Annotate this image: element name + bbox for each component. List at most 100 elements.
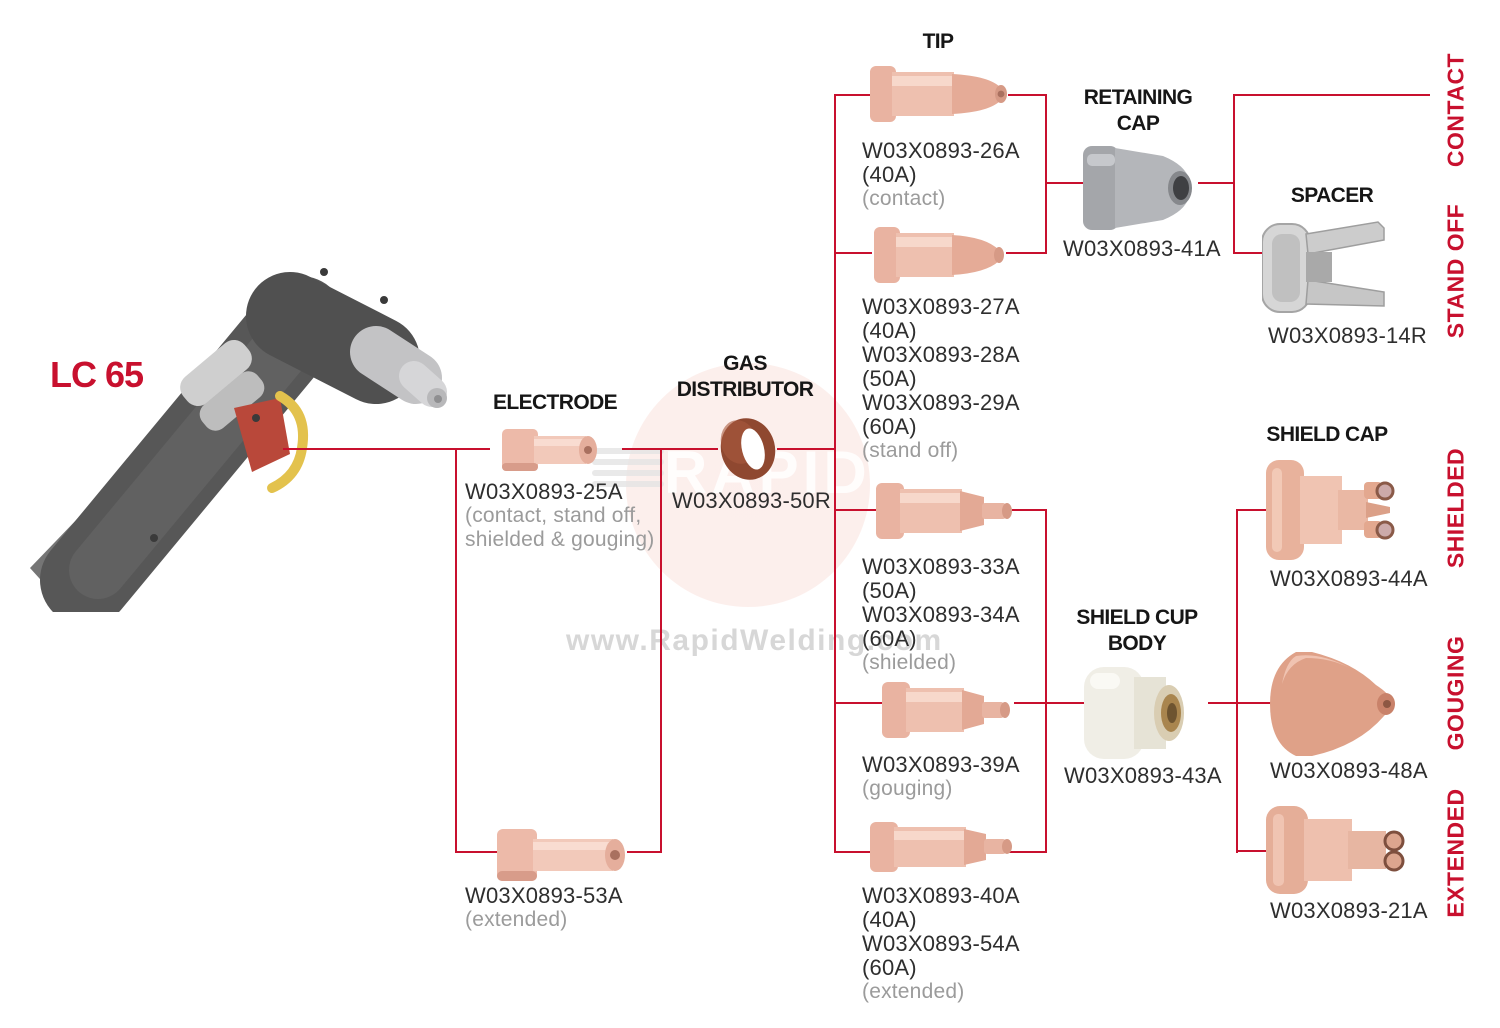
- electrode-extended-image: [497, 829, 625, 881]
- part-number: W03X0893-34A: [862, 602, 1020, 627]
- model-label: LC 65: [50, 354, 144, 395]
- connector-line: [834, 94, 836, 853]
- part-number: (50A): [862, 578, 917, 603]
- connector-line: [1236, 509, 1238, 853]
- connector-line: [456, 851, 498, 853]
- part-number: W03X0893-44A: [1270, 566, 1428, 591]
- connector-line: [283, 448, 490, 450]
- tip-standoff-image: [874, 227, 1004, 283]
- connector-line: [834, 252, 872, 254]
- connector-line: [1008, 851, 1046, 853]
- mode-label-gouging: GOUGING: [1442, 635, 1469, 751]
- connector-line: [455, 448, 457, 853]
- electrode-image: [502, 429, 597, 471]
- gas-distributor-image: [720, 418, 776, 480]
- part-number: W03X0893-27A: [862, 294, 1020, 319]
- tip-extended-image: [870, 822, 1012, 872]
- part-number: W03X0893-43A: [1064, 763, 1222, 788]
- connector-line: [1045, 509, 1047, 853]
- watermark-stripe: [592, 481, 664, 487]
- connector-line: [834, 702, 885, 704]
- part-note: (extended): [862, 980, 965, 1003]
- connector-line: [834, 509, 879, 511]
- watermark-stripe: [592, 470, 664, 476]
- section-title-spacer: SPACER: [1290, 184, 1374, 207]
- shield-cap-shielded-image: [1266, 460, 1395, 560]
- connector-line: [1208, 702, 1238, 704]
- connector-line: [660, 448, 662, 853]
- section-title-gas-distributor: DISTRIBUTOR: [676, 378, 814, 401]
- part-note: (gouging): [862, 777, 953, 800]
- connector-line: [777, 448, 835, 450]
- part-number: W03X0893-41A: [1063, 236, 1221, 261]
- mode-label-standoff: STAND OFF: [1442, 203, 1469, 339]
- mode-label-extended: EXTENDED: [1442, 788, 1469, 918]
- mode-label-shielded: SHIELDED: [1442, 447, 1469, 569]
- section-title-shield-cup-body: SHIELD CUP: [1076, 606, 1198, 629]
- tip-gouging-labels: W03X0893-39A (gouging): [862, 753, 1020, 801]
- part-number: (60A): [862, 414, 917, 439]
- part-number: W03X0893-14R: [1268, 323, 1427, 348]
- part-number: W03X0893-25A: [465, 479, 623, 504]
- part-number: (60A): [862, 626, 917, 651]
- part-number: (50A): [862, 366, 917, 391]
- part-number: (40A): [862, 162, 917, 187]
- part-number: W03X0893-28A: [862, 342, 1020, 367]
- connector-line: [1012, 509, 1046, 511]
- tip-standoff-labels: W03X0893-27A (40A) W03X0893-28A (50A) W0…: [862, 295, 1020, 463]
- part-number: W03X0893-26A: [862, 138, 1020, 163]
- section-title-tip: TIP: [922, 30, 954, 53]
- part-number: W03X0893-48A: [1270, 758, 1428, 783]
- connector-line: [1014, 702, 1046, 704]
- part-number: W03X0893-21A: [1270, 898, 1428, 923]
- connector-line: [1045, 182, 1085, 184]
- tip-contact-image: [870, 66, 1007, 122]
- part-note: (shielded): [862, 651, 957, 674]
- retaining-cap-image: [1083, 146, 1192, 230]
- electrode-extended-labels: W03X0893-53A (extended): [465, 884, 623, 932]
- tip-gouging-image: [882, 682, 1010, 738]
- part-number: (60A): [862, 955, 917, 980]
- part-number: W03X0893-29A: [862, 390, 1020, 415]
- connector-line: [1198, 182, 1235, 184]
- spacer-image: [1262, 221, 1385, 313]
- connector-line: [1045, 94, 1047, 254]
- part-number: W03X0893-39A: [862, 752, 1020, 777]
- watermark-stripe: [592, 448, 664, 454]
- section-title-electrode: ELECTRODE: [492, 391, 618, 414]
- connector-line: [1236, 850, 1267, 852]
- section-title-shield-cap: SHIELD CAP: [1266, 423, 1388, 446]
- part-note: (contact): [862, 187, 946, 210]
- connector-line: [834, 94, 870, 96]
- part-number: (40A): [862, 318, 917, 343]
- tip-contact-labels: W03X0893-26A (40A) (contact): [862, 139, 1020, 211]
- part-note: shielded & gouging): [465, 528, 655, 551]
- connector-line: [1233, 94, 1235, 254]
- connector-line: [834, 851, 872, 853]
- watermark-url-text: www.RapidWelding.com: [566, 624, 943, 657]
- part-note: (extended): [465, 908, 568, 931]
- part-number: (40A): [862, 907, 917, 932]
- tip-shielded-image: [876, 483, 1012, 539]
- section-title-retaining-cap: RETAINING: [1083, 86, 1193, 109]
- tip-shielded-labels: W03X0893-33A (50A) W03X0893-34A (60A) (s…: [862, 555, 1020, 675]
- connector-line: [622, 448, 718, 450]
- shield-cap-extended-image: [1266, 806, 1405, 894]
- section-title-retaining-cap: CAP: [1116, 112, 1160, 135]
- connector-line: [1006, 252, 1046, 254]
- connector-line: [1045, 702, 1086, 704]
- connector-line: [1233, 94, 1430, 96]
- connector-line: [1236, 509, 1267, 511]
- watermark-stripe: [592, 459, 664, 465]
- mode-label-contact: CONTACT: [1442, 52, 1469, 168]
- part-number: W03X0893-53A: [465, 883, 623, 908]
- section-title-shield-cup-body: BODY: [1107, 632, 1167, 655]
- torch-image: [30, 268, 447, 612]
- connector-line: [627, 851, 661, 853]
- part-note: (stand off): [862, 439, 959, 462]
- shield-cap-gouging-image: [1270, 652, 1395, 756]
- part-number: W03X0893-40A: [862, 883, 1020, 908]
- connector-line: [1008, 94, 1046, 96]
- tip-extended-labels: W03X0893-40A (40A) W03X0893-54A (60A) (e…: [862, 884, 1020, 1004]
